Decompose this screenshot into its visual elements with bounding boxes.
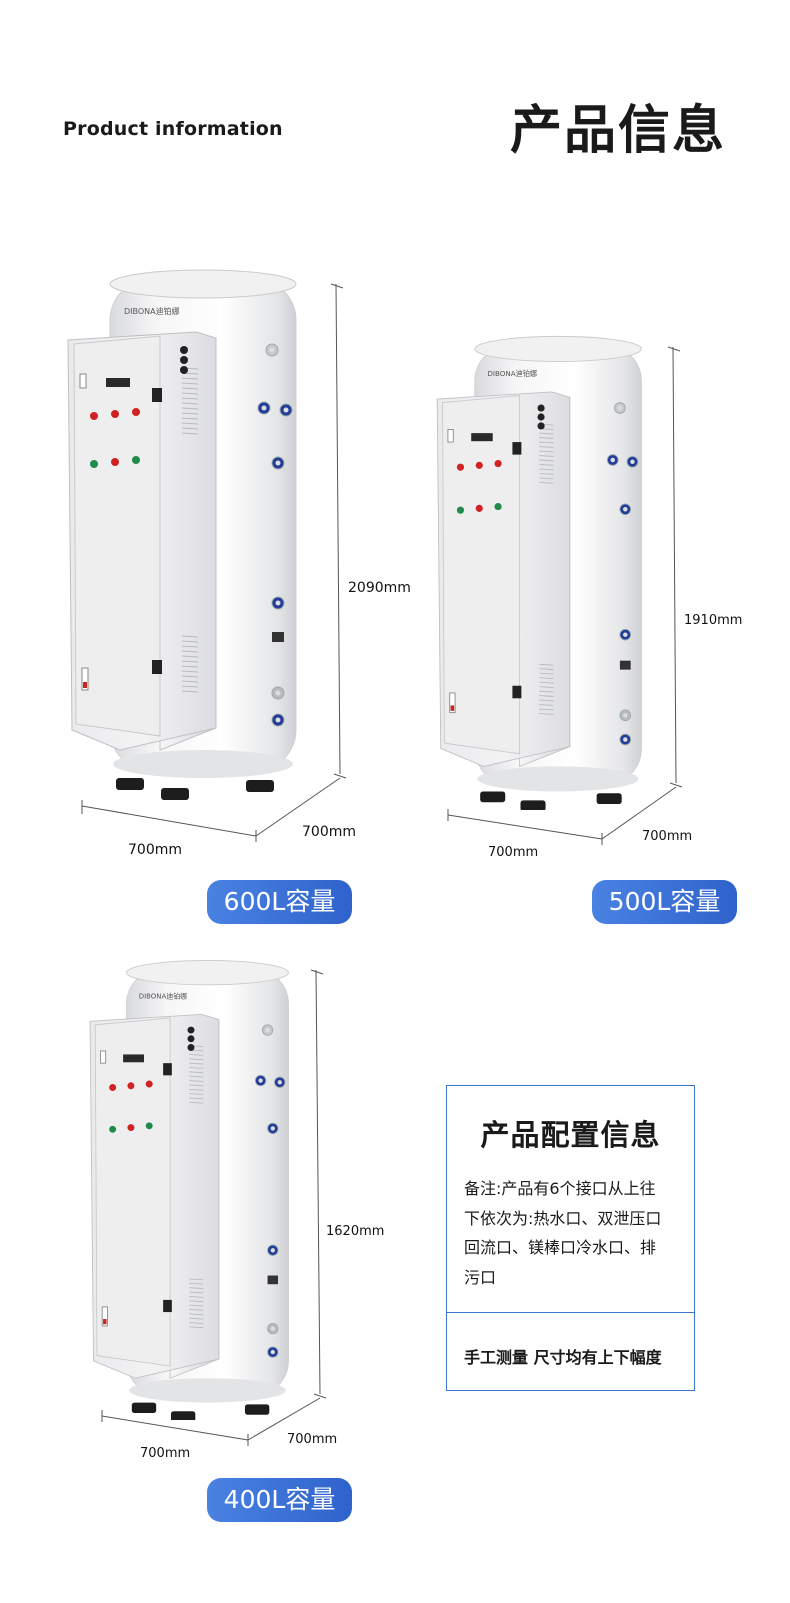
note-line: 下依次为:热水口、双泄压口 (464, 1208, 662, 1228)
height-dimension: 1910mm (684, 613, 743, 628)
config-note: 备注:产品有6个接口从上往 下依次为:热水口、双泄压口 回流口、镁棒口冷水口、排… (464, 1174, 684, 1292)
width-dimension: 700mm (140, 1446, 191, 1461)
dimension-lines-600l (81, 283, 347, 842)
width-dimension: 700mm (488, 845, 539, 860)
divider (447, 1312, 694, 1313)
water-heater-600l-image: DIBONA迪铂娜 (67, 269, 297, 800)
capacity-badge-400l: 400L容量 (207, 1478, 352, 1522)
height-dimension: 1620mm (326, 1224, 385, 1239)
svg-text:DIBONA迪铂娜: DIBONA迪铂娜 (124, 306, 180, 316)
water-heater-500l-image: DIBONA迪铂娜 (436, 335, 642, 810)
height-dimension: 2090mm (348, 580, 411, 596)
capacity-badge-600l: 600L容量 (207, 880, 352, 924)
capacity-badge-500l: 500L容量 (592, 880, 737, 924)
svg-text:DIBONA迪铂娜: DIBONA迪铂娜 (487, 369, 537, 378)
note-line: 污口 (464, 1267, 497, 1287)
depth-dimension: 700mm (302, 824, 356, 840)
dimension-lines-400l (101, 969, 327, 1446)
product-400l: DIBONA迪铂娜 1620mm 700mm 700mm (80, 950, 400, 1480)
product-600l: DIBONA迪铂娜 2090mm 700mm 700mm (60, 258, 411, 878)
config-title: 产品配置信息 (480, 1118, 661, 1152)
dimension-lines-500l (447, 346, 683, 845)
english-title: Product information (63, 118, 283, 140)
config-info-box: 产品配置信息 备注:产品有6个接口从上往 下依次为:热水口、双泄压口 回流口、镁… (446, 1085, 695, 1391)
note-line: 回流口、镁棒口冷水口、排 (464, 1238, 657, 1257)
svg-text:DIBONA迪铂娜: DIBONA迪铂娜 (139, 992, 187, 1001)
water-heater-400l-image: DIBONA迪铂娜 (89, 960, 289, 1420)
depth-dimension: 700mm (642, 829, 693, 844)
depth-dimension: 700mm (287, 1432, 338, 1447)
note-line: 备注:产品有6个接口从上往 (464, 1179, 656, 1198)
measurement-note: 手工测量 尺寸均有上下幅度 (464, 1348, 662, 1367)
width-dimension: 700mm (128, 842, 182, 858)
product-500l: DIBONA迪铂娜 1910mm 700mm 700mm (430, 325, 750, 885)
page-title: 产品信息 (510, 101, 727, 161)
